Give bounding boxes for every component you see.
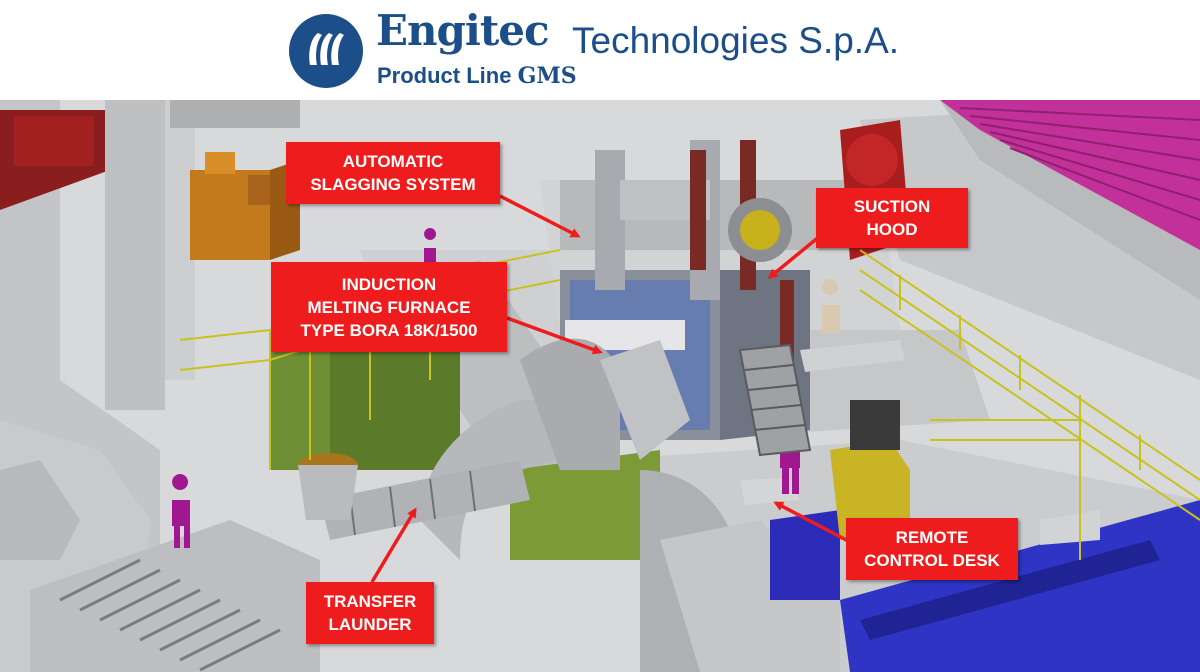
product-line-name: GMS: [517, 63, 577, 89]
plant-3d-scene: [0, 100, 1200, 672]
callout-line: MELTING FURNACE: [307, 297, 471, 317]
callout-line: TYPE BORA 18K/1500: [300, 320, 478, 340]
callout-line: REMOTE: [895, 528, 969, 547]
operator-cab: [800, 340, 910, 540]
callout-arrows: [370, 194, 851, 583]
product-line-label: Product Line: [377, 63, 512, 88]
transfer-launder: [298, 453, 530, 540]
brand-name: Engitec: [376, 6, 550, 55]
ingot-machine: [30, 520, 320, 672]
brand-tagline: Technologies S.p.A.: [572, 20, 900, 61]
stairs: [738, 343, 812, 457]
callout-suction-hood: SUCTION HOOD: [816, 188, 968, 248]
callout-automatic-slagging-system: AUTOMATIC SLAGGING SYSTEM: [286, 142, 500, 204]
callout-line: AUTOMATIC: [342, 152, 444, 171]
callout-line: SLAGGING SYSTEM: [310, 175, 476, 194]
engitec-logo-icon: [289, 14, 363, 88]
callout-line: HOOD: [866, 220, 918, 239]
pink-conveyor: [940, 100, 1200, 250]
callout-line: TRANSFER: [323, 592, 417, 611]
callout-induction-melting-furnace: INDUCTION MELTING FURNACE TYPE BORA 18K/…: [271, 262, 507, 352]
callout-line: LAUNDER: [328, 615, 412, 634]
callout-line: INDUCTION: [341, 274, 437, 294]
ducting: [420, 338, 840, 672]
orange-hydraulic-unit: [190, 152, 300, 260]
callout-transfer-launder: TRANSFER LAUNDER: [306, 582, 434, 644]
ladle-car: [840, 500, 1200, 672]
product-line: Product Line GMS: [377, 63, 577, 89]
header: Engitec Technologies S.p.A. Product Line…: [0, 0, 1200, 100]
callout-line: SUCTION: [853, 197, 931, 216]
callout-remote-control-desk: REMOTE CONTROL DESK: [846, 518, 1018, 580]
callout-line: CONTROL DESK: [864, 551, 1000, 570]
